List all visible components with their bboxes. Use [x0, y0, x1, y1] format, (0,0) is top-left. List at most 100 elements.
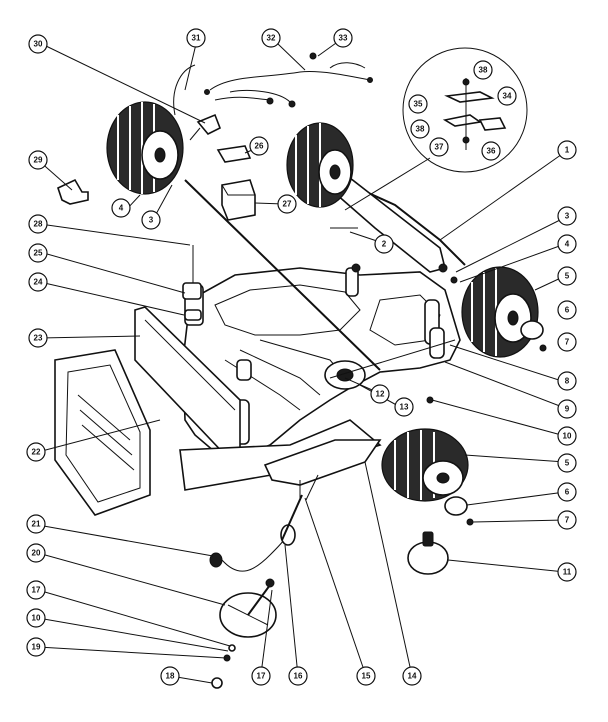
vehicle-body [134, 177, 466, 491]
svg-text:38: 38 [479, 66, 488, 75]
callout-30: 30 [28, 34, 48, 54]
svg-text:33: 33 [339, 34, 348, 43]
svg-text:29: 29 [34, 156, 43, 165]
callout-23: 23 [28, 328, 48, 348]
callouts: 30 31 32 33 38 35 34 38 37 36 29 26 27 4… [26, 28, 577, 686]
bushing [184, 309, 202, 321]
callout-4: 4 [111, 198, 131, 218]
callout-7: 7 [557, 332, 577, 352]
wheel-rear-right [286, 122, 354, 208]
callout-11: 11 [557, 562, 577, 582]
callout-27: 27 [277, 194, 297, 214]
svg-text:24: 24 [34, 278, 43, 287]
svg-text:13: 13 [400, 403, 409, 412]
svg-text:28: 28 [34, 220, 43, 229]
svg-text:17: 17 [32, 586, 41, 595]
callout-15: 15 [356, 666, 376, 686]
callout-35: 35 [408, 94, 428, 114]
callout-12: 12 [370, 384, 390, 404]
callout-26: 26 [249, 136, 269, 156]
callout-18: 18 [160, 666, 180, 686]
svg-text:11: 11 [563, 568, 572, 577]
battery-connector [57, 178, 89, 205]
svg-text:3: 3 [565, 212, 570, 221]
callout-10: 10 [26, 608, 46, 628]
hub-cap [520, 320, 544, 340]
svg-text:1: 1 [565, 146, 570, 155]
callout-38: 38 [410, 119, 430, 139]
svg-text:21: 21 [32, 520, 41, 529]
callout-21: 21 [26, 514, 46, 534]
callout-10: 10 [557, 426, 577, 446]
svg-text:32: 32 [267, 34, 276, 43]
svg-text:6: 6 [565, 488, 570, 497]
callout-1: 1 [557, 140, 577, 160]
svg-text:9: 9 [565, 405, 570, 414]
svg-text:31: 31 [192, 34, 201, 43]
svg-text:8: 8 [565, 377, 570, 386]
svg-text:27: 27 [283, 200, 292, 209]
svg-text:23: 23 [34, 334, 43, 343]
callout-7: 7 [557, 510, 577, 530]
callout-6: 6 [557, 300, 577, 320]
steering-wheel [211, 578, 277, 689]
svg-text:15: 15 [362, 672, 371, 681]
callout-16: 16 [288, 666, 308, 686]
switch-bracket [196, 113, 222, 135]
svg-text:4: 4 [565, 240, 570, 249]
svg-text:12: 12 [376, 390, 385, 399]
wheel-rear-left [106, 101, 184, 195]
svg-text:35: 35 [414, 100, 423, 109]
callout-17: 17 [26, 580, 46, 600]
svg-text:26: 26 [255, 142, 264, 151]
hub-cap [444, 496, 468, 516]
callout-5: 5 [557, 266, 577, 286]
bushing [182, 282, 202, 300]
callout-13: 13 [394, 397, 414, 417]
svg-text:4: 4 [119, 204, 124, 213]
callout-2: 2 [374, 234, 394, 254]
callout-5: 5 [557, 453, 577, 473]
svg-text:37: 37 [435, 143, 444, 152]
wire-harness [173, 52, 373, 116]
callout-6: 6 [557, 482, 577, 502]
svg-text:34: 34 [503, 92, 512, 101]
callout-24: 24 [28, 272, 48, 292]
svg-text:30: 30 [34, 40, 43, 49]
callout-29: 29 [28, 150, 48, 170]
svg-text:5: 5 [565, 459, 570, 468]
callout-4: 4 [557, 234, 577, 254]
svg-text:19: 19 [32, 643, 41, 652]
callout-31: 31 [186, 28, 206, 48]
svg-text:6: 6 [565, 306, 570, 315]
detail-inset [344, 47, 528, 211]
wheel-nut [466, 518, 474, 526]
svg-text:22: 22 [32, 448, 41, 457]
gear-cover [216, 145, 252, 163]
svg-text:14: 14 [408, 672, 417, 681]
callout-37: 37 [429, 137, 449, 157]
wheel-front-left [381, 428, 469, 502]
callout-19: 19 [26, 637, 46, 657]
callout-17: 17 [251, 666, 271, 686]
callout-28: 28 [28, 214, 48, 234]
callout-14: 14 [402, 666, 422, 686]
svg-text:18: 18 [166, 672, 175, 681]
svg-text:17: 17 [257, 672, 266, 681]
callout-33: 33 [333, 28, 353, 48]
svg-text:20: 20 [32, 549, 41, 558]
callout-38: 38 [473, 60, 493, 80]
wheel-front-right [461, 266, 539, 358]
svg-text:2: 2 [382, 240, 387, 249]
hood-panel [54, 349, 151, 516]
svg-text:36: 36 [487, 147, 496, 156]
callout-3: 3 [141, 210, 161, 230]
svg-text:10: 10 [563, 432, 572, 441]
callout-9: 9 [557, 399, 577, 419]
svg-text:7: 7 [565, 516, 570, 525]
svg-text:38: 38 [416, 125, 425, 134]
callout-8: 8 [557, 371, 577, 391]
foot-switch [209, 524, 296, 572]
svg-text:7: 7 [565, 338, 570, 347]
